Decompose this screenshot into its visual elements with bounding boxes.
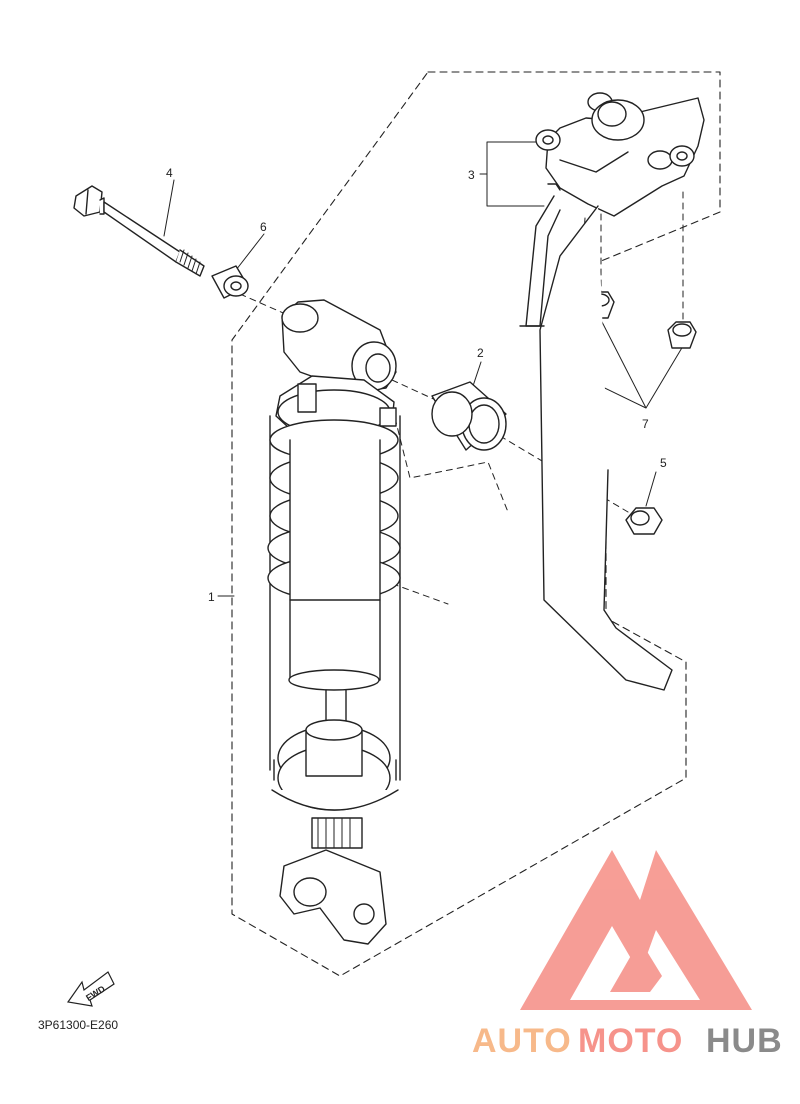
watermark-text: AUTO MOTO HUB <box>472 1022 783 1060</box>
bushing <box>431 381 507 451</box>
callout-6: 6 <box>260 220 267 234</box>
callout-7: 7 <box>642 417 649 431</box>
callout-numbers: 1 2 3 4 5 6 7 <box>166 166 667 604</box>
watermark-moto: MOTO <box>578 1022 683 1060</box>
bolt <box>73 185 205 277</box>
callout-1: 1 <box>208 590 215 604</box>
watermark-hub: HUB <box>706 1022 783 1060</box>
callout-2: 2 <box>477 346 484 360</box>
damping-adjuster <box>519 92 705 691</box>
callout-leaders <box>163 141 684 597</box>
callout-4: 4 <box>166 166 173 180</box>
callout-3: 3 <box>468 168 475 182</box>
callout-5: 5 <box>660 456 667 470</box>
nut <box>625 507 663 535</box>
rear-shock-absorber <box>267 299 401 945</box>
fwd-arrow-icon: FWD <box>66 971 115 1007</box>
diagram-code: 3P61300-E260 <box>38 1018 119 1032</box>
collar <box>211 265 249 299</box>
watermark-auto: AUTO <box>472 1022 572 1060</box>
watermark-logo <box>520 850 752 1010</box>
